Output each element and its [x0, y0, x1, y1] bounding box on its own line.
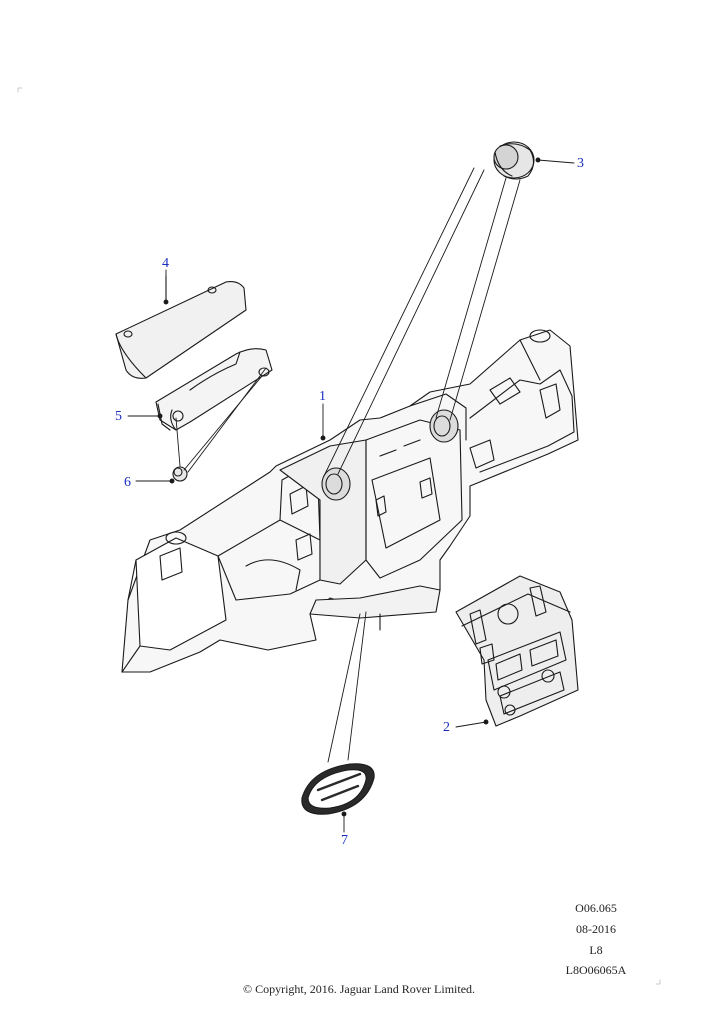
callout-1: 1: [319, 389, 326, 404]
leader-lines-3: [323, 167, 521, 477]
crop-mark: [655, 979, 661, 985]
diagram-date: 08-2016: [576, 922, 616, 936]
part-6-plug: [172, 466, 188, 482]
diagram-reference: L8O06065A: [565, 963, 627, 977]
diagram-model: L8: [589, 943, 603, 957]
copyright-text: © Copyright, 2016. Jaguar Land Rover Lim…: [242, 982, 476, 996]
leader-lines-7: [327, 611, 367, 763]
callout-2: 2: [443, 720, 450, 735]
part-5-handle: [155, 348, 273, 431]
callout-6: 6: [124, 475, 131, 490]
diagram-code: O06.065: [575, 901, 617, 915]
leader-lines-6: [175, 367, 267, 473]
copyright-notice: © Copyright, 2016. Jaguar Land Rover Lim…: [0, 982, 724, 997]
part-1-fascia: [121, 329, 579, 673]
crop-mark: [17, 87, 23, 93]
callout-3: 3: [577, 156, 584, 171]
part-3-round-bezel: [493, 141, 535, 180]
callout-4: 4: [162, 256, 169, 271]
callout-5: 5: [115, 409, 122, 424]
part-2-console-bezel: [455, 575, 579, 727]
callout-leaders: [127, 157, 575, 833]
part-7-badge: [301, 763, 375, 815]
callout-7: 7: [341, 833, 348, 848]
